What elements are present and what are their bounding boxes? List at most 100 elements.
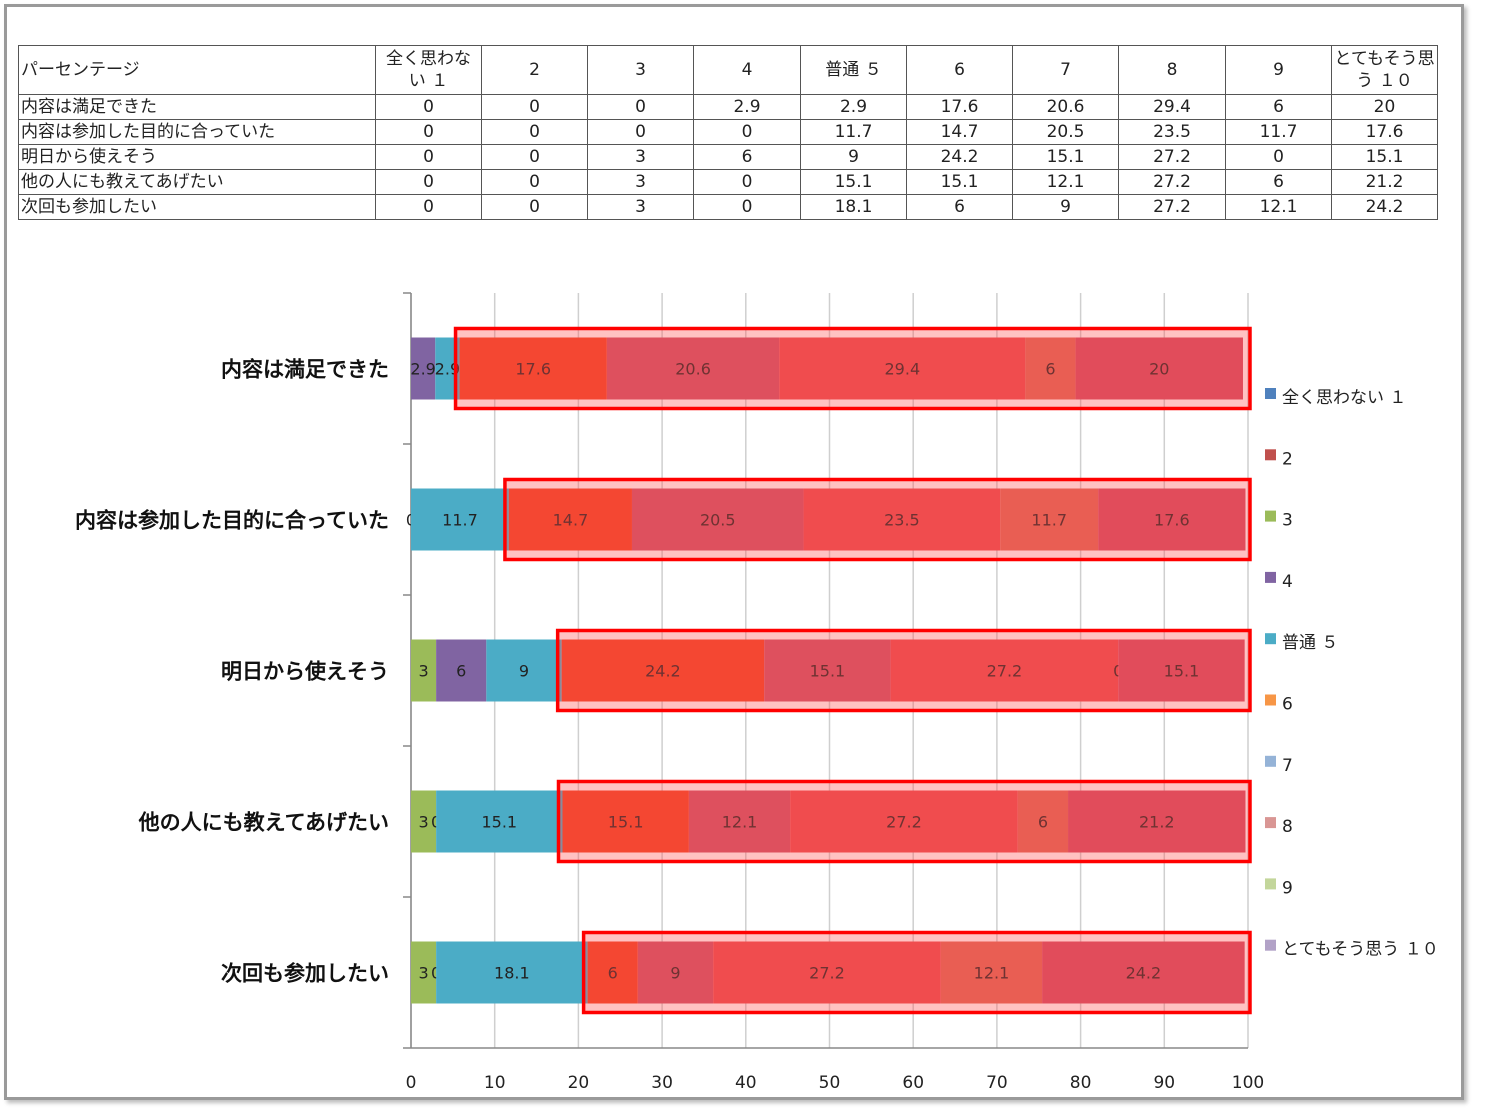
- category-label: 次回も参加したい: [221, 962, 389, 986]
- table-cell: 15.1: [906, 169, 1013, 195]
- bar-data-label: 17.6: [515, 360, 551, 379]
- bar-data-label: 24.2: [645, 662, 681, 681]
- table-header-cell: 2: [481, 45, 588, 95]
- bar-data-label: 11.7: [1031, 511, 1067, 530]
- table-header-cell: とてもそう思う １０: [1331, 45, 1438, 95]
- category-label: 内容は満足できた: [221, 358, 389, 382]
- legend-swatch: [1265, 633, 1276, 645]
- table-cell: 17.6: [906, 94, 1013, 120]
- highlight-box: [556, 779, 1252, 864]
- table-cell: 2.9: [693, 94, 801, 120]
- bar-segment: [713, 941, 941, 1004]
- x-tick-label: 60: [902, 1073, 924, 1093]
- table-cell: 0: [375, 194, 482, 220]
- table-cell: 9: [1012, 194, 1119, 220]
- bar-segment: [436, 639, 487, 702]
- bar-segment: [1042, 941, 1245, 1004]
- bar-data-label: 2.9: [435, 360, 460, 379]
- bar-segment: [1098, 488, 1246, 551]
- bar-data-label: 15.1: [810, 662, 846, 681]
- highlight-box: [503, 477, 1252, 562]
- legend-label: 2: [1282, 449, 1293, 469]
- x-tick-label: 50: [819, 1073, 841, 1093]
- table-cell: 20: [1331, 94, 1438, 120]
- table-cell: 0: [1225, 144, 1332, 170]
- bar-data-label: 9: [670, 964, 680, 983]
- bar-data-label: 23.5: [884, 511, 920, 530]
- table-cell: 0: [693, 194, 801, 220]
- bar-segment: [1075, 337, 1243, 400]
- legend-label: 7: [1282, 756, 1293, 776]
- bar-data-label: 27.2: [987, 662, 1023, 681]
- highlight-box: [453, 326, 1252, 411]
- bar-segment: [940, 941, 1043, 1004]
- legend-swatch: [1265, 694, 1276, 706]
- bar-segment: [587, 941, 638, 1004]
- table-cell: 0: [481, 194, 588, 220]
- table-cell: 12.1: [1225, 194, 1332, 220]
- x-tick-label: 40: [735, 1073, 757, 1093]
- bar-data-label: 2.9: [410, 360, 435, 379]
- x-tick-label: 90: [1153, 1073, 1175, 1093]
- bar-data-label: 17.6: [1154, 511, 1190, 530]
- x-tick-label: 80: [1070, 1073, 1092, 1093]
- table-cell: 27.2: [1118, 144, 1226, 170]
- table-cell: 0: [481, 169, 588, 195]
- bar-data-label: 11.7: [442, 511, 478, 530]
- table-cell: 27.2: [1118, 169, 1226, 195]
- bar-data-label: 21.2: [1139, 813, 1175, 832]
- table-cell: 6: [906, 194, 1013, 220]
- table-cell: 29.4: [1118, 94, 1226, 120]
- table-cell: 2.9: [800, 94, 907, 120]
- bar-segment: [1017, 790, 1069, 853]
- table-row-label: 内容は参加した目的に合っていた: [18, 119, 376, 145]
- bar-segment: [486, 639, 562, 702]
- bar-data-label: 20.6: [675, 360, 711, 379]
- bar-segment: [1068, 790, 1246, 853]
- legend-label: 3: [1282, 511, 1293, 531]
- table-header-cell: 3: [587, 45, 694, 95]
- x-tick-label: 20: [568, 1073, 590, 1093]
- bar-segment: [562, 790, 689, 853]
- bar-data-label: 15.1: [1164, 662, 1200, 681]
- bar-segment: [764, 639, 891, 702]
- table-cell: 18.1: [800, 194, 907, 220]
- legend-label: 4: [1282, 572, 1293, 592]
- table-header-cell: 8: [1118, 45, 1226, 95]
- legend-label: 9: [1282, 878, 1293, 898]
- bar-data-label: 9: [519, 662, 529, 681]
- table-row-label: 内容は満足できた: [18, 94, 376, 120]
- table-header-cell: 7: [1012, 45, 1119, 95]
- table-cell: 0: [587, 94, 694, 120]
- bar-data-label: 3: [418, 964, 428, 983]
- bar-segment: [436, 941, 588, 1004]
- legend-swatch: [1265, 510, 1276, 522]
- bar-segment: [436, 790, 563, 853]
- bar-segment: [606, 337, 780, 400]
- bar-data-label: 15.1: [608, 813, 644, 832]
- bar-segment: [890, 639, 1119, 702]
- bar-segment: [508, 488, 632, 551]
- bar-data-label: 27.2: [809, 964, 845, 983]
- bar-data-label: 6: [456, 662, 466, 681]
- legend-swatch: [1265, 878, 1276, 890]
- legend-label: 6: [1282, 695, 1293, 715]
- bar-data-label: 18.1: [494, 964, 530, 983]
- table-header-cell: 普通 ５: [800, 45, 907, 95]
- bar-data-label: 20.5: [700, 511, 736, 530]
- legend-label: とてもそう思う １０: [1282, 940, 1439, 960]
- bar-data-label: 14.7: [553, 511, 589, 530]
- bar-data-label: 29.4: [885, 360, 921, 379]
- legend-swatch: [1265, 449, 1276, 461]
- table-cell: 27.2: [1118, 194, 1226, 220]
- legend-swatch: [1265, 755, 1276, 767]
- category-label: 内容は参加した目的に合っていた: [75, 509, 389, 533]
- bar-segment: [1000, 488, 1099, 551]
- legend-swatch: [1265, 388, 1276, 399]
- x-tick-label: 70: [986, 1073, 1008, 1093]
- bar-segment: [561, 639, 765, 702]
